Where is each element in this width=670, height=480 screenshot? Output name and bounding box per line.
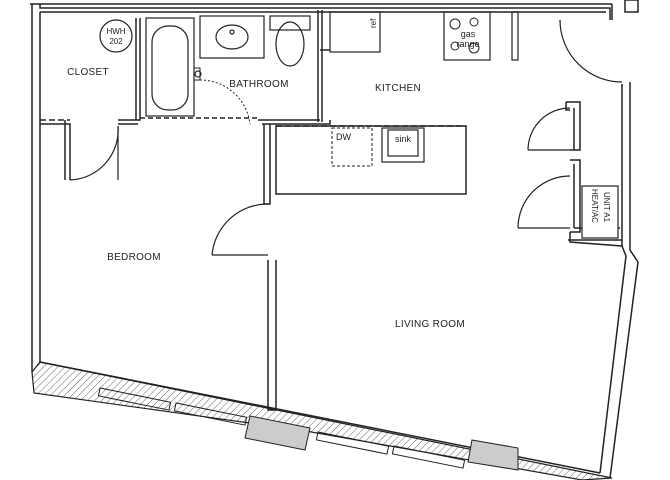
exterior-walls — [30, 0, 639, 480]
hvac-label-1: HEAT/AC — [590, 189, 599, 223]
bathroom-door — [199, 79, 251, 125]
interior-walls — [40, 10, 623, 411]
water-heater: HWH 202 — [99, 19, 133, 53]
right-wall-outer — [609, 82, 639, 479]
right-wall-inner — [599, 84, 627, 474]
hwh-number: 202 — [109, 37, 123, 46]
hvac-unit: HEAT/AC UNIT A1 — [581, 185, 619, 239]
fridge-label: ref — [369, 18, 378, 28]
hwh-label: HWH — [106, 27, 125, 36]
kitchen-pillar — [511, 11, 519, 61]
gas-range: gas range — [443, 11, 491, 61]
kitchen-sink-label: sink — [395, 134, 412, 144]
bottom-window-wall — [31, 361, 613, 480]
room-label-bathroom: BATHROOM — [229, 79, 288, 90]
fridge: ref — [329, 11, 381, 53]
dishwasher-label: DW — [336, 132, 351, 142]
hvac-label-2: UNIT A1 — [602, 192, 611, 223]
kitchen-counter — [275, 125, 467, 195]
room-label-closet: CLOSET — [67, 67, 109, 78]
toilet — [269, 15, 311, 67]
range-label-1: gas — [461, 29, 476, 39]
doors — [69, 19, 623, 256]
bathtub — [145, 17, 202, 117]
room-label-living-room: LIVING ROOM — [395, 319, 465, 330]
room-label-kitchen: KITCHEN — [375, 83, 421, 94]
range-label-2: range — [456, 39, 479, 49]
dishwasher — [331, 127, 373, 167]
bathroom-sink — [199, 15, 265, 59]
kitchen-sink — [381, 127, 425, 163]
top-wall — [39, 4, 611, 20]
window-panes — [97, 387, 519, 471]
room-label-bedroom: BEDROOM — [107, 252, 161, 263]
